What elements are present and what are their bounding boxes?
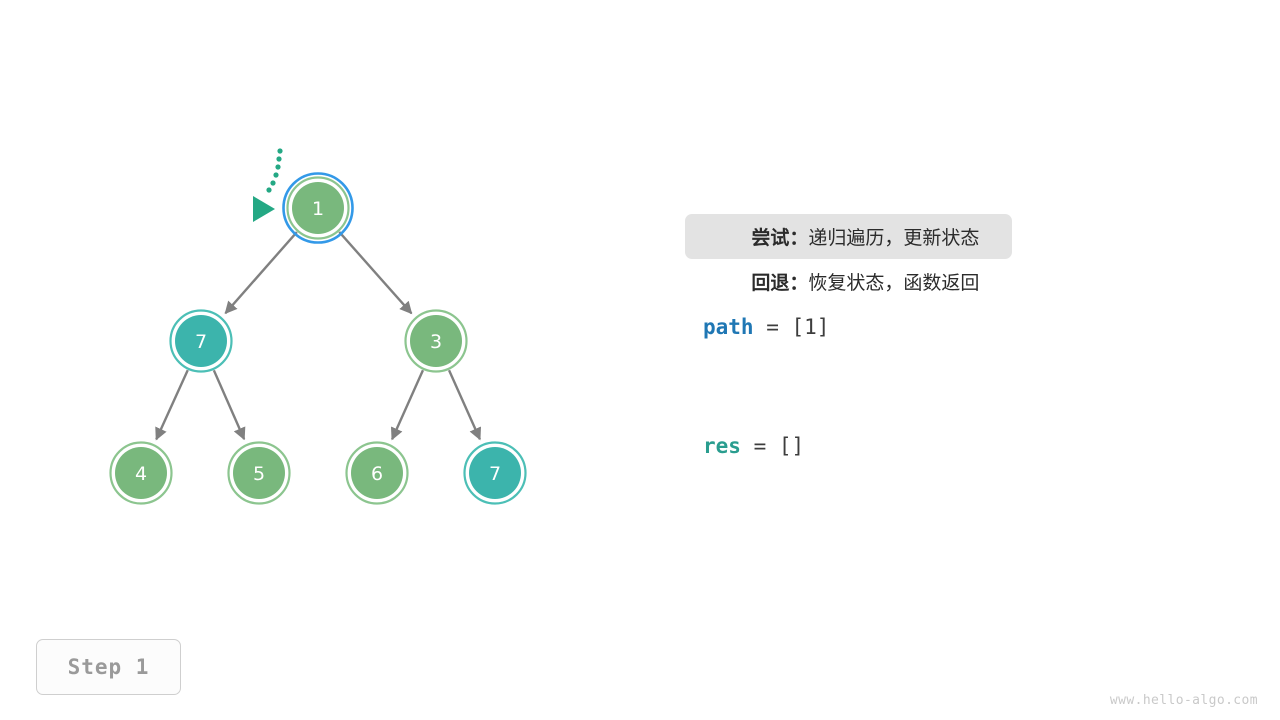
info-backtrack-body: 恢复状态，函数返回 [808, 272, 980, 294]
node-body [175, 315, 227, 367]
node-body [115, 447, 167, 499]
node-value-label: 5 [253, 463, 265, 485]
path-variable-value: [1] [791, 314, 830, 339]
node-value-label: 7 [489, 463, 501, 485]
tree-edge [338, 231, 413, 315]
node-body [469, 447, 521, 499]
node-value-label: 4 [135, 463, 147, 485]
state-info-panel: 尝试：递归遍历，更新状态 回退：恢复状态，函数返回 path = [1] res… [685, 214, 1115, 468]
node-value-label: 3 [430, 331, 442, 353]
watermark: www.hello-algo.com [1110, 693, 1258, 708]
node-value-label: 6 [371, 463, 383, 485]
tree-edge [224, 231, 298, 315]
node-body [351, 447, 403, 499]
pointer-trail-dot [276, 156, 282, 162]
pointer-trail-dot [277, 148, 283, 154]
info-line-try: 尝试：递归遍历，更新状态 [685, 214, 1012, 259]
node-outline [227, 441, 291, 505]
tree-edge [155, 369, 189, 441]
path-variable-line: path = [1] [685, 304, 1115, 349]
tree-edge [390, 369, 425, 441]
recursion-pointer [253, 148, 283, 222]
node-outline [404, 309, 468, 373]
tree-node-7[interactable]: 7 [463, 441, 527, 505]
info-try-body: 递归遍历，更新状态 [808, 227, 980, 249]
tree-node-6[interactable]: 6 [345, 441, 409, 505]
node-outline [169, 309, 233, 373]
watermark-text: www.hello-algo.com [1109, 693, 1258, 708]
tree-edge [447, 369, 482, 441]
panel-spacer [685, 349, 1115, 423]
tree-node-1[interactable]: 1 [282, 172, 354, 244]
tree-nodes: 1 7 3 4 5 6 7 [109, 172, 527, 505]
tree-node-7[interactable]: 7 [169, 309, 233, 373]
node-outline [109, 441, 173, 505]
binary-tree-diagram: 1 7 3 4 5 6 7 [109, 148, 527, 505]
tree-node-4[interactable]: 4 [109, 441, 173, 505]
info-try-keyword: 尝试： [751, 227, 809, 249]
node-value-label: 7 [195, 331, 207, 353]
step-badge-label: Step 1 [67, 655, 150, 679]
res-variable-name: res [703, 433, 741, 458]
pointer-trail-dot [270, 180, 276, 186]
node-outline [345, 441, 409, 505]
pointer-trail-dot [273, 172, 279, 178]
step-badge: Step 1 [36, 639, 181, 695]
info-line-backtrack: 回退：恢复状态，函数返回 [685, 259, 1115, 304]
path-variable-name: path [703, 314, 754, 339]
res-variable-line: res = [] [685, 423, 1115, 468]
path-assign-operator: = [753, 314, 792, 339]
res-assign-operator: = [740, 433, 779, 458]
node-value-label: 1 [312, 198, 324, 220]
res-variable-value: [] [778, 433, 805, 458]
pointer-arrowhead-icon [253, 196, 275, 222]
info-backtrack-keyword: 回退： [751, 272, 809, 294]
node-body [233, 447, 285, 499]
node-outline [463, 441, 527, 505]
tree-edges [155, 231, 482, 441]
node-outline [286, 176, 350, 240]
node-highlight-ring [282, 172, 354, 244]
tree-node-5[interactable]: 5 [227, 441, 291, 505]
tree-edge [212, 369, 246, 441]
node-body [292, 182, 344, 234]
pointer-trail-dot [275, 164, 281, 170]
pointer-trail-dot [266, 187, 272, 193]
node-body [410, 315, 462, 367]
tree-node-3[interactable]: 3 [404, 309, 468, 373]
